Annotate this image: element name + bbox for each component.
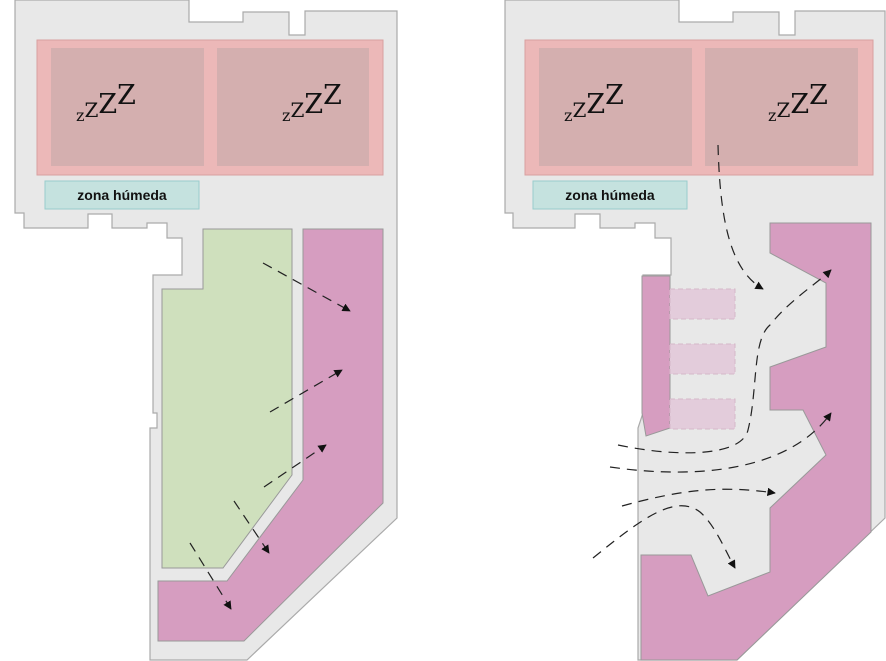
- pink-zone: [157, 228, 384, 642]
- left-plan: zZZZ zZZZ zona húmeda: [14, 0, 398, 661]
- bedroom: [51, 48, 204, 166]
- bedroom: [705, 48, 858, 166]
- flow-arrows: [189, 262, 351, 610]
- pink-zone: [640, 222, 872, 661]
- green-zone: [161, 228, 293, 569]
- wet-zone: [44, 180, 200, 210]
- bedroom: [217, 48, 369, 166]
- pink-ghost-slot: [669, 398, 736, 430]
- sleep-zzz-icon: zZZZ: [76, 80, 136, 125]
- sleep-zzz-icon: zZZZ: [564, 80, 624, 125]
- right-plan: zZZZ zZZZ zona húmeda: [504, 0, 886, 661]
- flow-arrows: [592, 144, 832, 569]
- wet-zone-label: zona húmeda: [565, 187, 655, 203]
- sleep-zzz-icon: zZZZ: [768, 80, 828, 125]
- sleep-zzz-icon: zZZZ: [282, 80, 342, 125]
- bedroom: [539, 48, 692, 166]
- wet-zone-label: zona húmeda: [77, 187, 167, 203]
- pink-wall-strip: [641, 275, 671, 437]
- pink-ghost-slot: [669, 288, 736, 320]
- pink-ghost-slot: [669, 343, 736, 375]
- wet-zone: [532, 180, 688, 210]
